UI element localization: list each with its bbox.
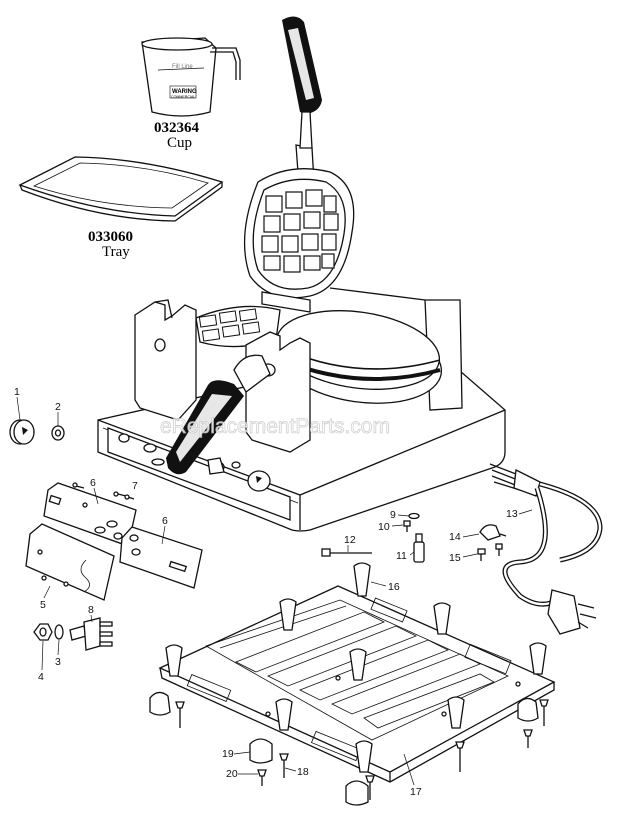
part-11-fuse: [413, 533, 425, 563]
callout-3: 3: [55, 656, 61, 668]
part-screw-small: [495, 543, 503, 556]
part-5-insulator: [25, 523, 115, 601]
callout-16: 16: [388, 581, 400, 593]
measuring-cup: Fill Line WARING COMMERCIAL: [141, 37, 241, 117]
cup-name: Cup: [167, 135, 192, 151]
callout-14: 14: [449, 531, 461, 543]
callout-1: 1: [14, 386, 20, 398]
cup-fill-line-label: Fill Line: [172, 64, 193, 70]
callout-4: 4: [38, 671, 44, 683]
waffle-maker-unit: [97, 16, 506, 532]
part-18-screws: [175, 699, 549, 800]
callout-9: 9: [390, 509, 396, 521]
part-7-screws: [72, 482, 135, 500]
callout-13: 13: [506, 508, 518, 520]
watermark-text: eReplacementParts.com: [160, 415, 390, 438]
callout-2: 2: [55, 401, 61, 413]
callout-11: 11: [396, 550, 407, 562]
cup-brand-logo: WARING: [172, 89, 197, 95]
tray-part-number: 033060: [88, 229, 133, 245]
callout-15: 15: [449, 552, 461, 564]
part-1-knob: [9, 419, 35, 445]
cup-part-number: 032364: [154, 120, 200, 136]
part-9-clip: [408, 512, 420, 520]
part-3-washer: [54, 624, 64, 640]
callout-20: 20: [226, 768, 238, 780]
callout-6b: 6: [162, 515, 168, 527]
part-2-washer: [51, 425, 65, 441]
callout-12: 12: [344, 534, 356, 546]
callout-17: 17: [410, 786, 422, 798]
part-13-power-cord: [489, 463, 603, 635]
callout-8: 8: [88, 604, 94, 616]
tray-name: Tray: [102, 244, 130, 260]
callout-19: 19: [222, 748, 234, 760]
part-12-cable-tie: [321, 548, 372, 557]
part-10-screw: [403, 520, 411, 532]
callout-6a: 6: [90, 477, 96, 489]
callout-7: 7: [132, 480, 138, 492]
part-19-rubber-feet: [149, 691, 539, 806]
callout-10: 10: [378, 521, 390, 533]
part-20-screw: [257, 769, 267, 786]
part-16-standoffs: [165, 562, 547, 773]
callout-5: 5: [40, 599, 46, 611]
cup-brand-sub: COMMERCIAL: [171, 95, 195, 99]
part-14-terminal: [479, 524, 507, 541]
callout-18: 18: [297, 766, 309, 778]
serving-tray: [18, 156, 224, 222]
part-15-screw: [477, 548, 486, 561]
part-6-bracket-plate-right: [119, 526, 203, 589]
part-8-switch: [69, 617, 113, 651]
part-4-nut: [33, 623, 53, 641]
